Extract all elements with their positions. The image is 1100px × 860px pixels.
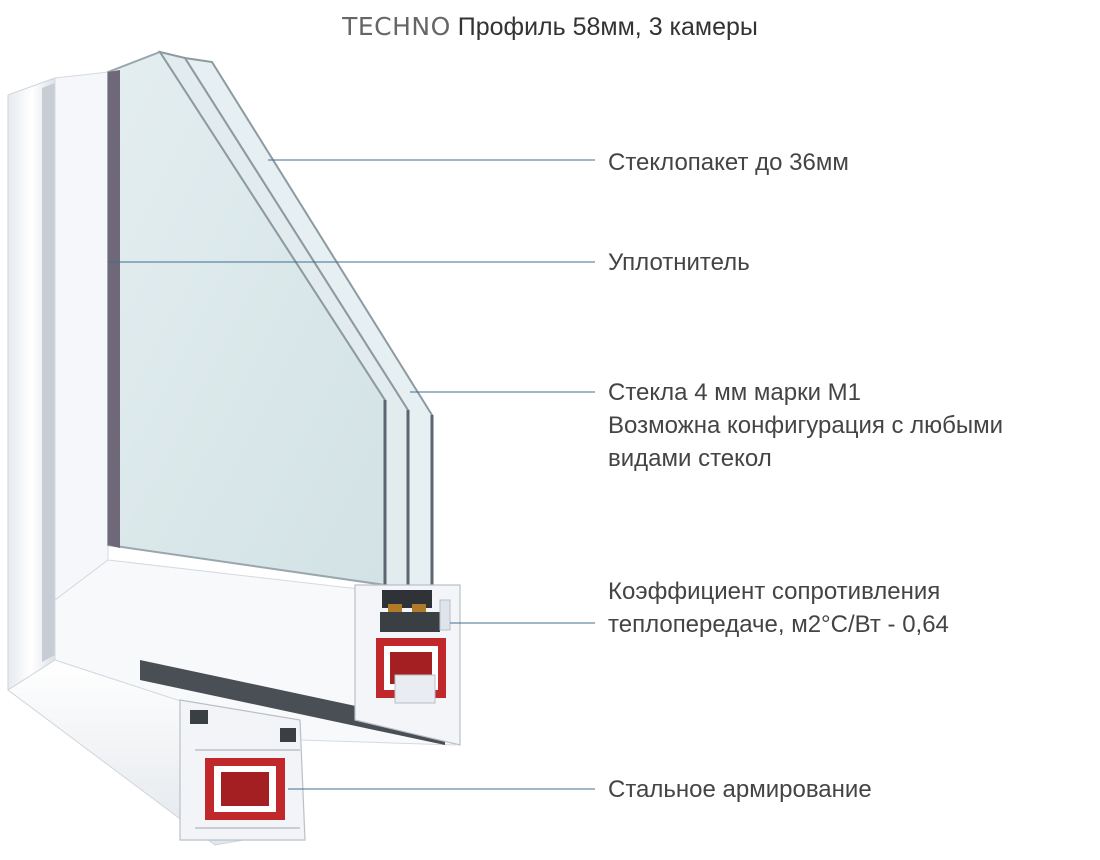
callout-line: теплопередаче, м2°C/Вт - 0,64 bbox=[608, 611, 949, 638]
callout-line: Коэффициент сопротивления bbox=[608, 578, 941, 605]
title-brand: TECHNO bbox=[342, 12, 451, 41]
callout-glass: Стекла 4 мм марки М1 Возможна конфигурац… bbox=[608, 376, 1003, 475]
callout-line: Уплотнитель bbox=[608, 249, 750, 276]
callout-line: видами стекол bbox=[608, 445, 772, 472]
glass-panes bbox=[107, 50, 434, 594]
callout-steel: Стальное армирование bbox=[608, 773, 872, 806]
frame-left bbox=[7, 71, 109, 691]
callout-line: Возможна конфигурация с любыми bbox=[608, 412, 1004, 439]
sash-cross-section bbox=[354, 584, 461, 746]
frame-cross-section bbox=[179, 699, 306, 841]
callout-line: Стеклопакет до 36мм bbox=[608, 149, 849, 176]
callout-glass-unit: Стеклопакет до 36мм bbox=[608, 146, 849, 179]
page-title: TECHNO Профиль 58мм, 3 камеры bbox=[0, 12, 1100, 42]
leader-lines bbox=[108, 159, 595, 790]
callout-coefficient: Коэффициент сопротивления теплопередаче,… bbox=[608, 575, 949, 641]
callout-line: Стальное армирование bbox=[608, 776, 872, 803]
callout-seal: Уплотнитель bbox=[608, 246, 750, 279]
callout-line: Стекла 4 мм марки М1 bbox=[608, 379, 861, 406]
title-text: Профиль 58мм, 3 камеры bbox=[457, 13, 758, 41]
